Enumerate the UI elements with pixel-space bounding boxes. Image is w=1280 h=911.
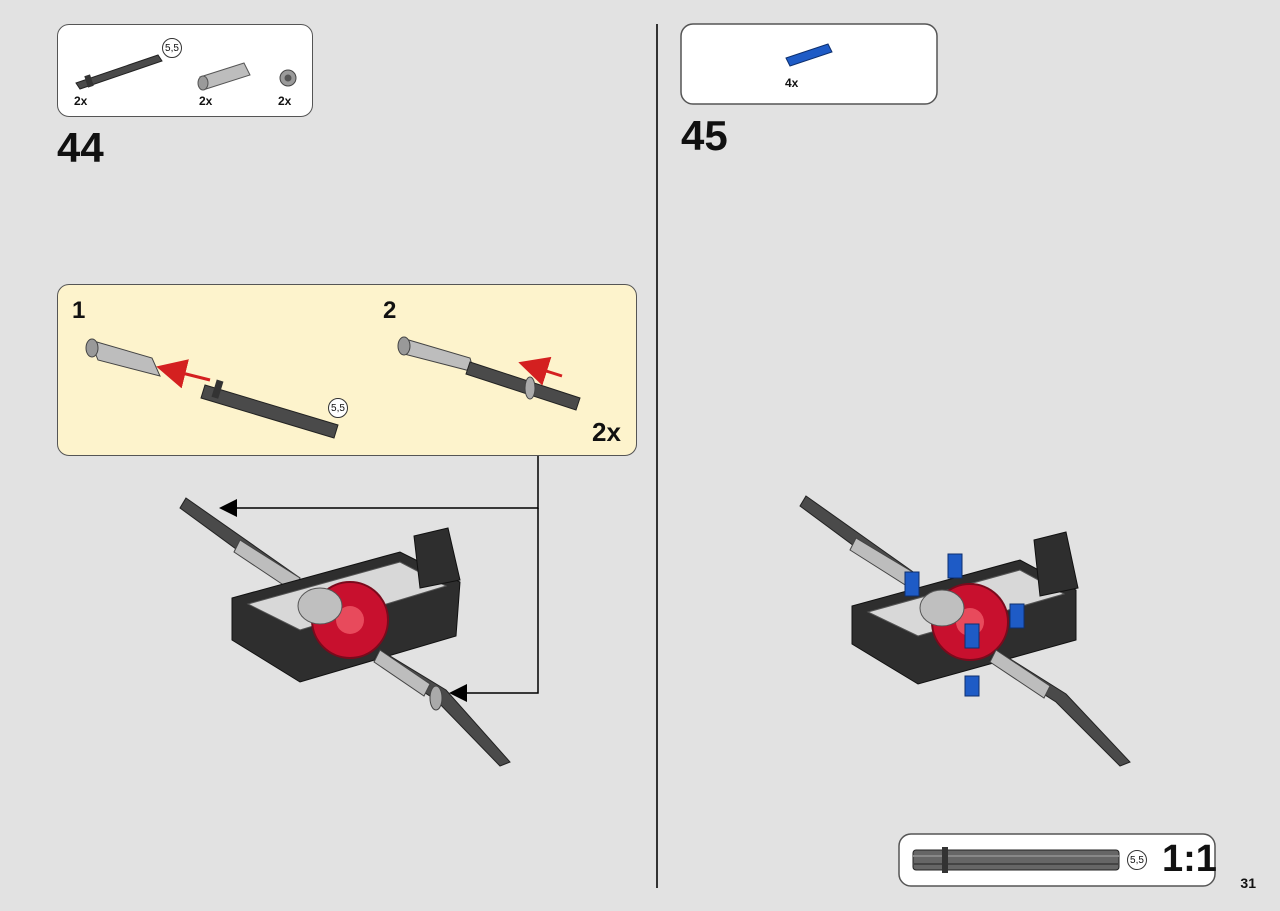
substep-2-number: 2 [383,297,397,324]
blue-pin-3 [1009,603,1025,629]
blue-pin-part-icon [785,43,833,67]
step44-parts-art [75,54,297,91]
bush-qty: 2x [278,94,292,108]
page-divider [656,24,658,888]
step45-pin-qty: 4x [785,76,799,90]
substep2-assembly [397,336,581,411]
step45-model [799,495,1131,767]
callout-line-bottom [449,508,539,702]
substep1-connector [85,338,161,377]
blue-pin-1 [904,571,920,597]
step45-number: 45 [681,112,728,159]
scale-axle-icon [912,847,1120,873]
step44-parts-box: 5,5 2x 2x 2x [57,24,313,117]
axle-part-icon [75,54,163,90]
connector-part-icon [197,62,251,91]
substep-1-number: 1 [72,297,86,324]
blue-pin-4 [964,623,980,649]
page-number: 31 [1240,875,1256,891]
connector-qty: 2x [199,94,213,108]
substep1-insert-arrow [156,359,211,389]
substep1-axle [200,379,339,439]
substep-axle-length-badge: 5,5 [328,398,348,418]
step45-parts-box [680,23,938,105]
axle-qty: 2x [74,94,88,108]
substep-multiplier: 2x [592,417,621,447]
step44-model [179,497,511,767]
substep2-bush-arrow [518,356,563,386]
scale-ratio: 1:1 [1162,838,1217,880]
callout-line-top [219,456,539,517]
axle-length-badge: 5,5 [162,38,182,58]
bush-part-icon [279,69,297,87]
step44-number: 44 [57,124,104,171]
blue-pin-2 [947,553,963,579]
scale-length-badge: 5,5 [1127,850,1147,870]
